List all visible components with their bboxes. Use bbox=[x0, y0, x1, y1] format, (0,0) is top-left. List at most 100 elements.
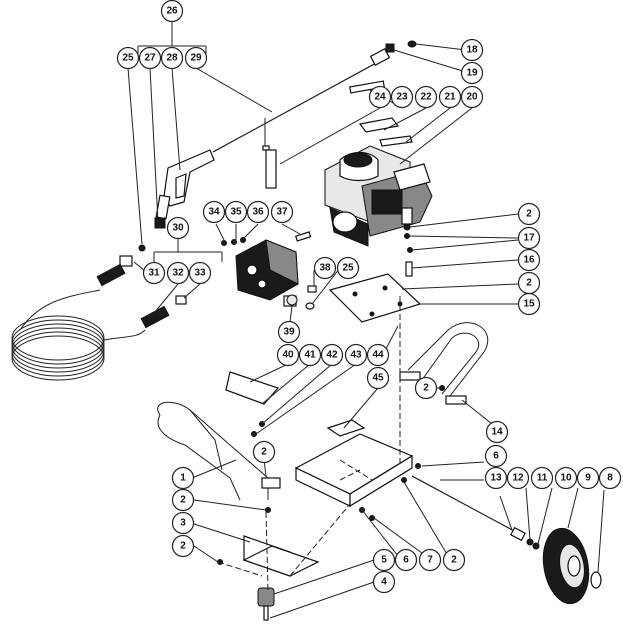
hose-fitting-31 bbox=[119, 255, 133, 267]
callout-19: 19 bbox=[460, 61, 484, 85]
callout-24-label: 24 bbox=[374, 92, 386, 103]
callout-39: 39 bbox=[277, 320, 301, 344]
callout-29-label: 29 bbox=[190, 53, 202, 64]
callout-6: 6 bbox=[484, 444, 508, 468]
callout-9: 9 bbox=[576, 466, 600, 490]
spray-gun bbox=[154, 149, 215, 229]
callout-29: 29 bbox=[184, 46, 208, 70]
callout-41: 41 bbox=[298, 343, 322, 367]
callout-30: 30 bbox=[166, 216, 190, 240]
callout-37-label: 37 bbox=[276, 207, 288, 218]
callout-24: 24 bbox=[368, 85, 392, 109]
callout-19-label: 19 bbox=[466, 68, 478, 79]
handle-14 bbox=[399, 322, 489, 405]
callout-40: 40 bbox=[276, 343, 300, 367]
callout-2: 2 bbox=[171, 488, 195, 512]
callout-11: 11 bbox=[530, 466, 554, 490]
nut bbox=[401, 477, 407, 483]
callout-4-label: 4 bbox=[381, 577, 387, 588]
pump bbox=[235, 231, 312, 307]
callout-14: 14 bbox=[485, 420, 509, 444]
callout-35-label: 35 bbox=[230, 207, 242, 218]
callout-6-label: 6 bbox=[403, 555, 409, 566]
callout-5: 5 bbox=[372, 548, 396, 572]
callout-7: 7 bbox=[418, 548, 442, 572]
callout-2: 2 bbox=[252, 440, 276, 464]
callout-38-label: 38 bbox=[319, 263, 331, 274]
bolt-16 bbox=[405, 261, 413, 277]
pump-fitting bbox=[240, 237, 246, 243]
callout-12-label: 12 bbox=[512, 473, 524, 484]
callout-25-label: 25 bbox=[342, 263, 354, 274]
callout-43: 43 bbox=[344, 343, 368, 367]
hose-coil bbox=[11, 263, 170, 381]
callout-2-label: 2 bbox=[180, 541, 186, 552]
nozzle-tip bbox=[407, 40, 417, 48]
callout-23: 23 bbox=[390, 85, 414, 109]
callout-32-label: 32 bbox=[172, 268, 184, 279]
callout-40-label: 40 bbox=[282, 350, 294, 361]
callout-41-label: 41 bbox=[304, 350, 316, 361]
callout-21-label: 21 bbox=[444, 92, 456, 103]
pump-fitting bbox=[221, 240, 227, 246]
callout-31-label: 31 bbox=[148, 268, 160, 279]
callout-8-label: 8 bbox=[607, 473, 613, 484]
callout-32: 32 bbox=[166, 261, 190, 285]
bracket bbox=[217, 507, 320, 577]
callout-2: 2 bbox=[414, 376, 438, 400]
engine bbox=[324, 145, 433, 247]
callout-15-label: 15 bbox=[523, 299, 535, 310]
callout-6: 6 bbox=[394, 548, 418, 572]
callout-44-label: 44 bbox=[372, 350, 384, 361]
callout-21: 21 bbox=[438, 85, 462, 109]
callout-20-label: 20 bbox=[466, 92, 478, 103]
callout-9-label: 9 bbox=[585, 473, 591, 484]
callout-27-label: 27 bbox=[144, 53, 156, 64]
callout-44: 44 bbox=[366, 343, 390, 367]
callout-26-label: 26 bbox=[166, 6, 178, 17]
callout-6-label: 6 bbox=[493, 451, 499, 462]
callout-45-label: 45 bbox=[372, 373, 384, 384]
callouts: 26 25 27 28 29 18 19 24 23 22 21 20 30 3… bbox=[116, 0, 622, 594]
callout-17-label: 17 bbox=[523, 233, 535, 244]
callout-34: 34 bbox=[202, 200, 226, 224]
callout-25-label: 25 bbox=[122, 53, 134, 64]
bolt bbox=[403, 223, 411, 231]
callout-2-label: 2 bbox=[451, 555, 457, 566]
callout-39-label: 39 bbox=[283, 327, 295, 338]
pump-fitting-38 bbox=[307, 285, 317, 293]
callout-16-label: 16 bbox=[523, 255, 535, 266]
callout-2: 2 bbox=[517, 271, 541, 295]
callout-16: 16 bbox=[517, 248, 541, 272]
callout-3-label: 3 bbox=[180, 518, 186, 529]
callout-17: 17 bbox=[517, 226, 541, 250]
callout-2: 2 bbox=[442, 548, 466, 572]
callout-1: 1 bbox=[171, 466, 195, 490]
bolt bbox=[404, 233, 410, 239]
callout-28: 28 bbox=[160, 46, 184, 70]
callout-13: 13 bbox=[484, 466, 508, 490]
callout-15: 15 bbox=[517, 292, 541, 316]
callout-34-label: 34 bbox=[208, 207, 220, 218]
callout-20: 20 bbox=[460, 85, 484, 109]
callout-2-label: 2 bbox=[261, 447, 267, 458]
base-frame bbox=[294, 419, 414, 508]
hose-fitting-33 bbox=[175, 295, 187, 305]
pump-fitting-25 bbox=[305, 302, 315, 310]
hubcap bbox=[590, 571, 602, 589]
axle bbox=[411, 475, 540, 550]
callout-2-label: 2 bbox=[526, 278, 532, 289]
callout-2: 2 bbox=[517, 202, 541, 226]
callout-14-label: 14 bbox=[491, 427, 503, 438]
callout-43-label: 43 bbox=[350, 350, 362, 361]
callout-5-label: 5 bbox=[381, 555, 387, 566]
callout-3: 3 bbox=[171, 511, 195, 535]
callout-10: 10 bbox=[554, 466, 578, 490]
callout-35: 35 bbox=[224, 200, 248, 224]
callout-11-label: 11 bbox=[537, 473, 548, 484]
callout-13-label: 13 bbox=[490, 473, 502, 484]
wheel bbox=[542, 527, 590, 605]
nut bbox=[415, 463, 421, 469]
nozzle-set bbox=[265, 80, 385, 189]
